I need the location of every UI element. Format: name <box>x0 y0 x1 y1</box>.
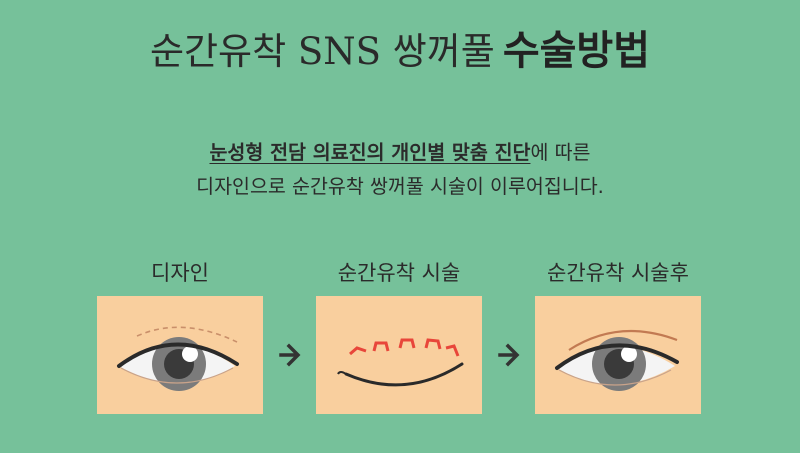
title-bold: 수술방법 <box>502 28 651 74</box>
eye-after-icon <box>555 330 679 391</box>
panel-design <box>97 296 263 414</box>
eye-procedure-icon <box>337 338 464 387</box>
title-light: 순간유착 SNS 쌍꺼풀 <box>149 30 495 73</box>
description: 눈성형 전담 의료진의 개인별 맞춤 진단에 따른 디자인으로 순간유착 쌍꺼풀… <box>0 136 800 204</box>
panel-procedure <box>316 296 482 414</box>
eye-design-icon <box>117 326 239 391</box>
step-label-procedure: 순간유착 시술 <box>337 261 461 285</box>
description-emphasis: 눈성형 전담 의료진의 개인별 맞춤 진단 <box>209 141 531 164</box>
arrow-right-icon <box>498 343 520 367</box>
description-line-1-rest: 에 따른 <box>530 141 591 164</box>
step-label-design: 디자인 <box>151 261 209 285</box>
step-label-after: 순간유착 시술후 <box>547 261 689 285</box>
description-line-2: 디자인으로 순간유착 쌍꺼풀 시술이 이루어집니다. <box>196 175 604 198</box>
description-line-1: 눈성형 전담 의료진의 개인별 맞춤 진단에 따른 <box>0 136 800 170</box>
arrow-right-icon <box>279 343 301 367</box>
panel-after <box>535 296 701 414</box>
